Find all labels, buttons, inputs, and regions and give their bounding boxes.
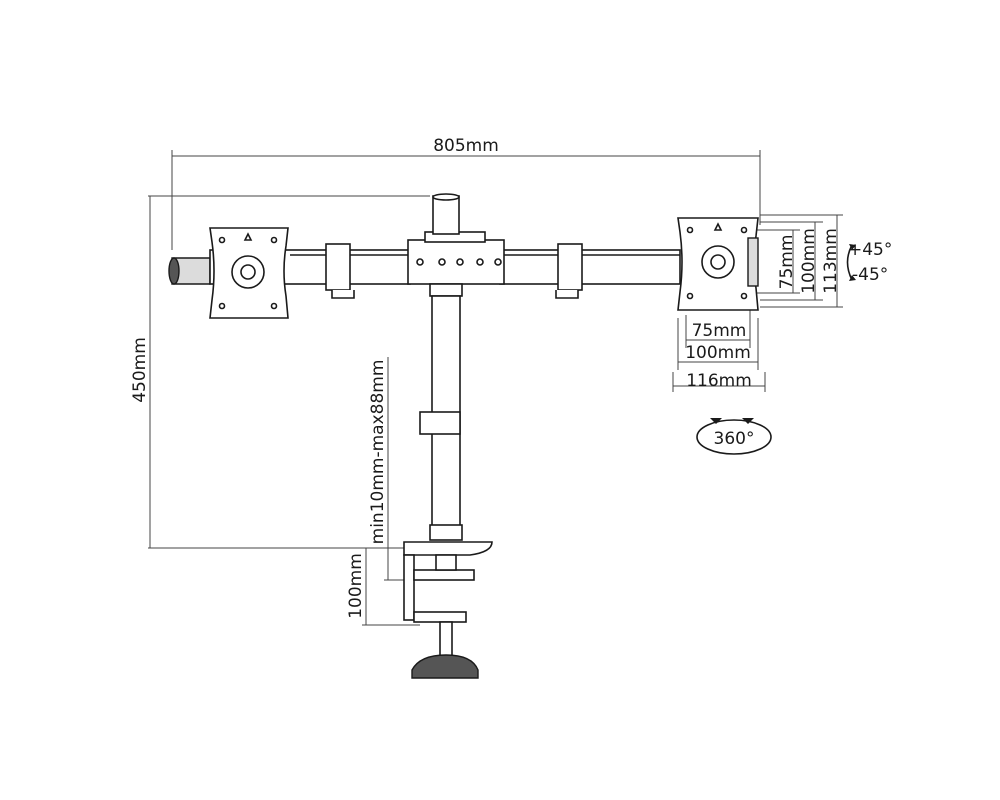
center-hub bbox=[407, 231, 505, 285]
dimension-plate-width-label: 116mm bbox=[686, 371, 752, 391]
rotation-360-icon bbox=[696, 418, 772, 455]
dimension-vesa-horizontal-lines bbox=[672, 300, 766, 392]
vesa-plate-right bbox=[677, 217, 759, 311]
top-post bbox=[432, 193, 460, 235]
dimension-clamp-thickness-label: min10mm-max88mm bbox=[368, 360, 388, 545]
dimension-plate-height-label: 113mm bbox=[821, 228, 841, 294]
dimension-450-line bbox=[148, 195, 430, 549]
desk-clamp bbox=[403, 541, 493, 679]
dimension-805-label: 805mm bbox=[433, 136, 499, 156]
dimension-clamp-depth-line bbox=[362, 547, 420, 626]
dimension-clamp-depth-label: 100mm bbox=[346, 553, 366, 619]
dimension-vesa-75-vertical-label: 75mm bbox=[777, 235, 797, 290]
dimension-805-line bbox=[171, 150, 761, 250]
main-pole bbox=[419, 283, 463, 541]
dimension-vesa-vertical-lines bbox=[755, 214, 843, 308]
tilt-down-label: -45° bbox=[852, 265, 888, 285]
tilt-up-label: +45° bbox=[848, 240, 892, 260]
dimension-450-label: 450mm bbox=[130, 337, 150, 403]
vesa-plate-left bbox=[209, 227, 289, 319]
tilt-arc-icon bbox=[846, 244, 856, 281]
rotation-360-label: 360° bbox=[714, 429, 755, 449]
dimension-vesa-75-horizontal-label: 75mm bbox=[692, 321, 747, 341]
arm-collar-left bbox=[325, 243, 355, 299]
arm-collar-right bbox=[555, 243, 583, 299]
dimension-vesa-100-horizontal-label: 100mm bbox=[685, 343, 751, 363]
dimension-vesa-100-vertical-label: 100mm bbox=[799, 228, 819, 294]
